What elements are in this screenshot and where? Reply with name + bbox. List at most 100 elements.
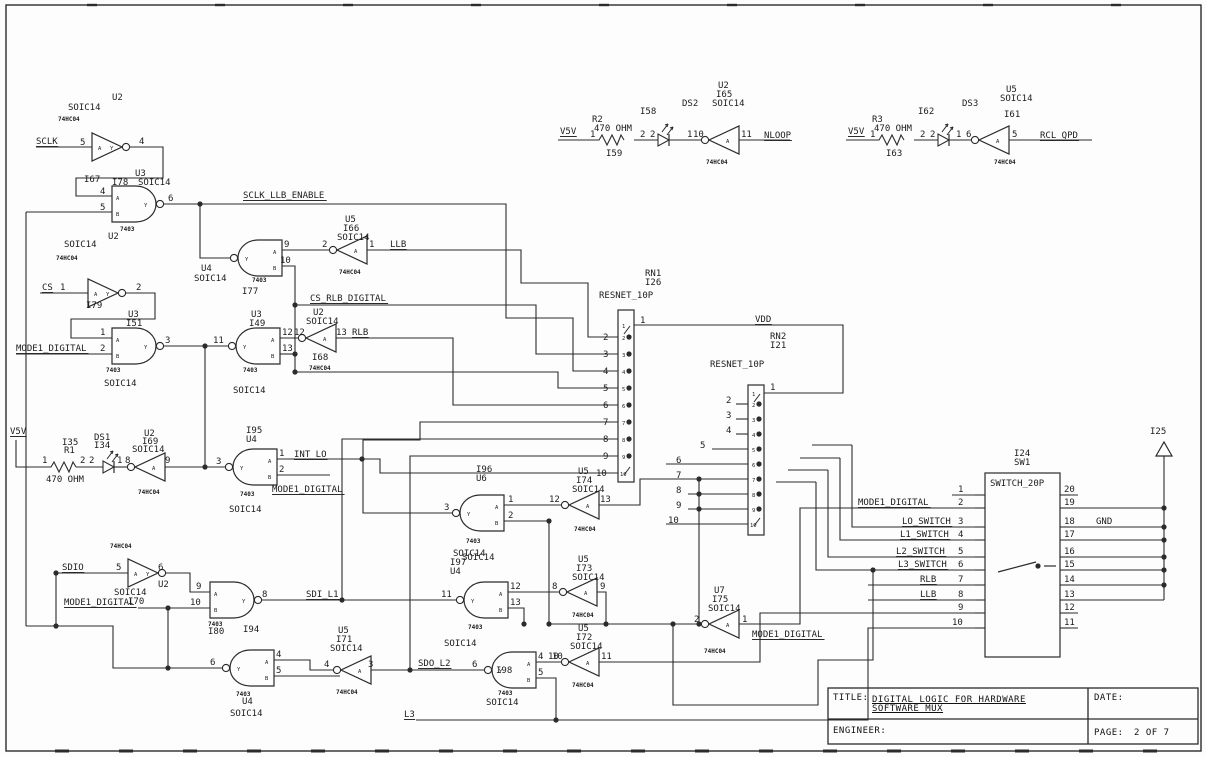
schematic-label: 9: [676, 501, 681, 511]
schematic-label: U4: [242, 697, 253, 707]
schematic-label: 9: [196, 582, 201, 592]
schematic-label: U5: [578, 624, 589, 634]
schematic-label: 7403: [240, 491, 255, 498]
schematic-label: 4: [538, 652, 543, 662]
nand-gate-I77: [237, 239, 283, 277]
schematic-label: U4: [246, 435, 257, 445]
schematic-label: 9: [958, 603, 963, 613]
junction-dot: [696, 491, 702, 497]
schematic-label: I94: [243, 625, 259, 635]
schematic-label: 7403: [252, 277, 267, 284]
schematic-label: 1: [100, 328, 105, 338]
led-arrow: [671, 126, 674, 131]
schematic-label: 3: [958, 517, 963, 527]
pin-letter: A: [499, 592, 503, 598]
wire: [599, 612, 985, 663]
junction-dot: [202, 343, 208, 349]
schematic-label: 10: [693, 130, 704, 140]
schematic-label: 7403: [466, 538, 481, 545]
schematic-label: 5: [100, 203, 105, 213]
resnet-pin-number: 8: [752, 493, 755, 499]
junction-dot: [626, 351, 632, 357]
resnet-pin-number: 4: [752, 433, 756, 439]
net-label-v5v-rcl: V5V: [848, 127, 865, 137]
schematic-label: 470 OHM: [874, 124, 913, 134]
schematic-label: 7: [603, 418, 608, 428]
schematic-label: SOIC14: [233, 386, 266, 396]
pin-letter: B: [271, 354, 275, 360]
schematic-label: I59: [606, 149, 622, 159]
junction-dot: [696, 476, 702, 482]
resistor-R3: [876, 133, 905, 147]
wire: [597, 591, 607, 624]
junction-dot: [756, 401, 762, 407]
junction-dot: [546, 518, 552, 524]
schematic-label: I51: [126, 319, 142, 329]
schematic-label: 4: [276, 650, 281, 660]
schematic-label: 74HC04: [110, 543, 132, 550]
schematic-label: 1: [369, 240, 374, 250]
schematic-label: 14: [1064, 575, 1075, 585]
schematic-label: I58: [640, 107, 656, 117]
wire: [166, 572, 210, 593]
schematic-label: 1: [770, 383, 775, 393]
date-label: DATE:: [1094, 693, 1124, 703]
resnet-slash: [623, 466, 631, 476]
switch-lever: [997, 561, 1037, 573]
schematic-label: I68: [312, 353, 328, 363]
schematic-label: U2: [108, 232, 119, 242]
pin-letter: Y: [144, 203, 148, 209]
schematic-label: 8: [552, 582, 557, 592]
inverter-bubble: [560, 500, 570, 510]
schematic-label: 2: [650, 130, 655, 140]
resnet-pin-number: 9: [752, 508, 755, 514]
schematic-label: 20: [1064, 485, 1075, 495]
net-label-cs: CS: [42, 283, 53, 293]
schematic-label: 2: [930, 130, 935, 140]
page-label: PAGE:: [1094, 728, 1124, 738]
schematic-label: I69: [142, 437, 158, 447]
pin-letter: A: [586, 661, 590, 667]
led-arrow: [666, 126, 674, 136]
schematic-label: SOIC14: [337, 233, 370, 243]
junction-dot: [1161, 554, 1167, 560]
wire: [634, 324, 844, 394]
wire: [364, 458, 618, 474]
schematic-label: 12: [510, 582, 521, 592]
pin-letter: A: [265, 660, 269, 666]
resnet-slash: [753, 393, 761, 403]
inverter-bubble: [297, 333, 307, 343]
schematic-label: 2: [694, 615, 699, 625]
schematic-label: 74HC04: [336, 689, 358, 696]
nand-gate-I97: [463, 581, 509, 619]
schematic-label: 19: [1064, 498, 1075, 508]
pin-letter: Y: [499, 669, 503, 675]
schematic-label: 6: [472, 660, 477, 670]
schematic-label: U2: [718, 81, 729, 91]
junction-dot: [756, 476, 762, 482]
net-label-sclk: SCLK: [36, 137, 58, 147]
inverter-gate-I74: [567, 490, 600, 520]
schematic-label: 13: [600, 495, 611, 505]
junction-dot: [1161, 567, 1167, 573]
junction-dot: [756, 446, 762, 452]
junction-dot: [292, 302, 298, 308]
schematic-label: 1: [687, 130, 692, 140]
schematic-label: 6: [603, 401, 608, 411]
net-label-rlb-sw: RLB: [920, 575, 936, 585]
junction-dot: [165, 605, 171, 611]
schematic-label: 2: [603, 333, 608, 343]
power-arrow-I25: [1154, 440, 1174, 457]
schematic-label: 15: [1064, 560, 1075, 570]
schematic-label: 11: [1064, 618, 1075, 628]
schematic-label: 8: [262, 590, 267, 600]
inverter-gate-I70: [127, 558, 160, 588]
junction-dot: [407, 667, 413, 673]
wire: [75, 146, 164, 197]
schematic-label: I72: [576, 633, 592, 643]
resnet-pin-number: 5: [752, 448, 755, 454]
inverter-bubble: [155, 199, 165, 209]
schematic-label: I80: [208, 627, 224, 637]
inverter-bubble: [224, 462, 234, 472]
